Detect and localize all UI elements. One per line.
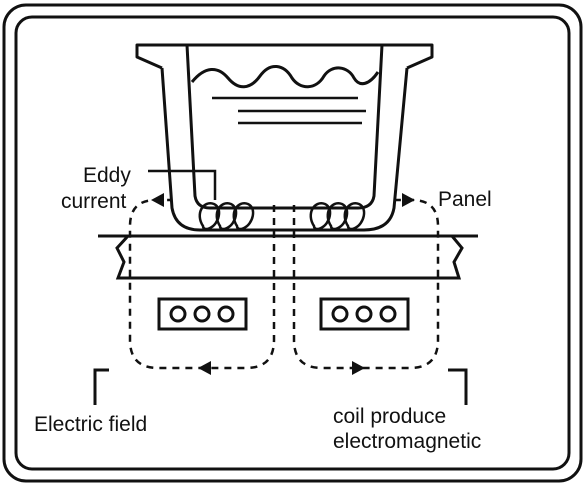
coil-label-line2: electromagnetic [333,430,482,453]
field-loop-left [128,198,276,370]
eddy-current-loops-right [309,202,366,231]
field-arrow-right-bottom [352,361,365,375]
outer-frame [2,3,583,483]
pot [135,43,434,232]
panel-label: Panel [438,188,492,211]
water-surface [190,65,380,89]
eddy-leader-line [148,169,217,200]
coil-label-line1: coil produce [333,405,447,428]
field-loop-right [292,198,440,370]
eddy-current-loops-left [198,202,255,231]
field-arrow-left-top [151,193,164,207]
electric-field-label: Electric field [34,413,148,436]
pot-outer-body [160,67,409,232]
coil-bracket [448,368,468,405]
current-label: current [61,190,127,213]
pot-inner-body [185,44,384,210]
cooktop-panel [98,234,478,280]
coil-right [319,297,410,331]
electric-field-bracket [93,368,109,405]
panel-body [115,234,464,280]
field-arrow-left-bottom [198,361,211,375]
pot-rim [135,43,434,70]
coil-left [157,297,248,331]
eddy-label: Eddy [83,164,131,187]
field-arrow-right-top [402,193,415,207]
inner-frame [14,15,571,471]
